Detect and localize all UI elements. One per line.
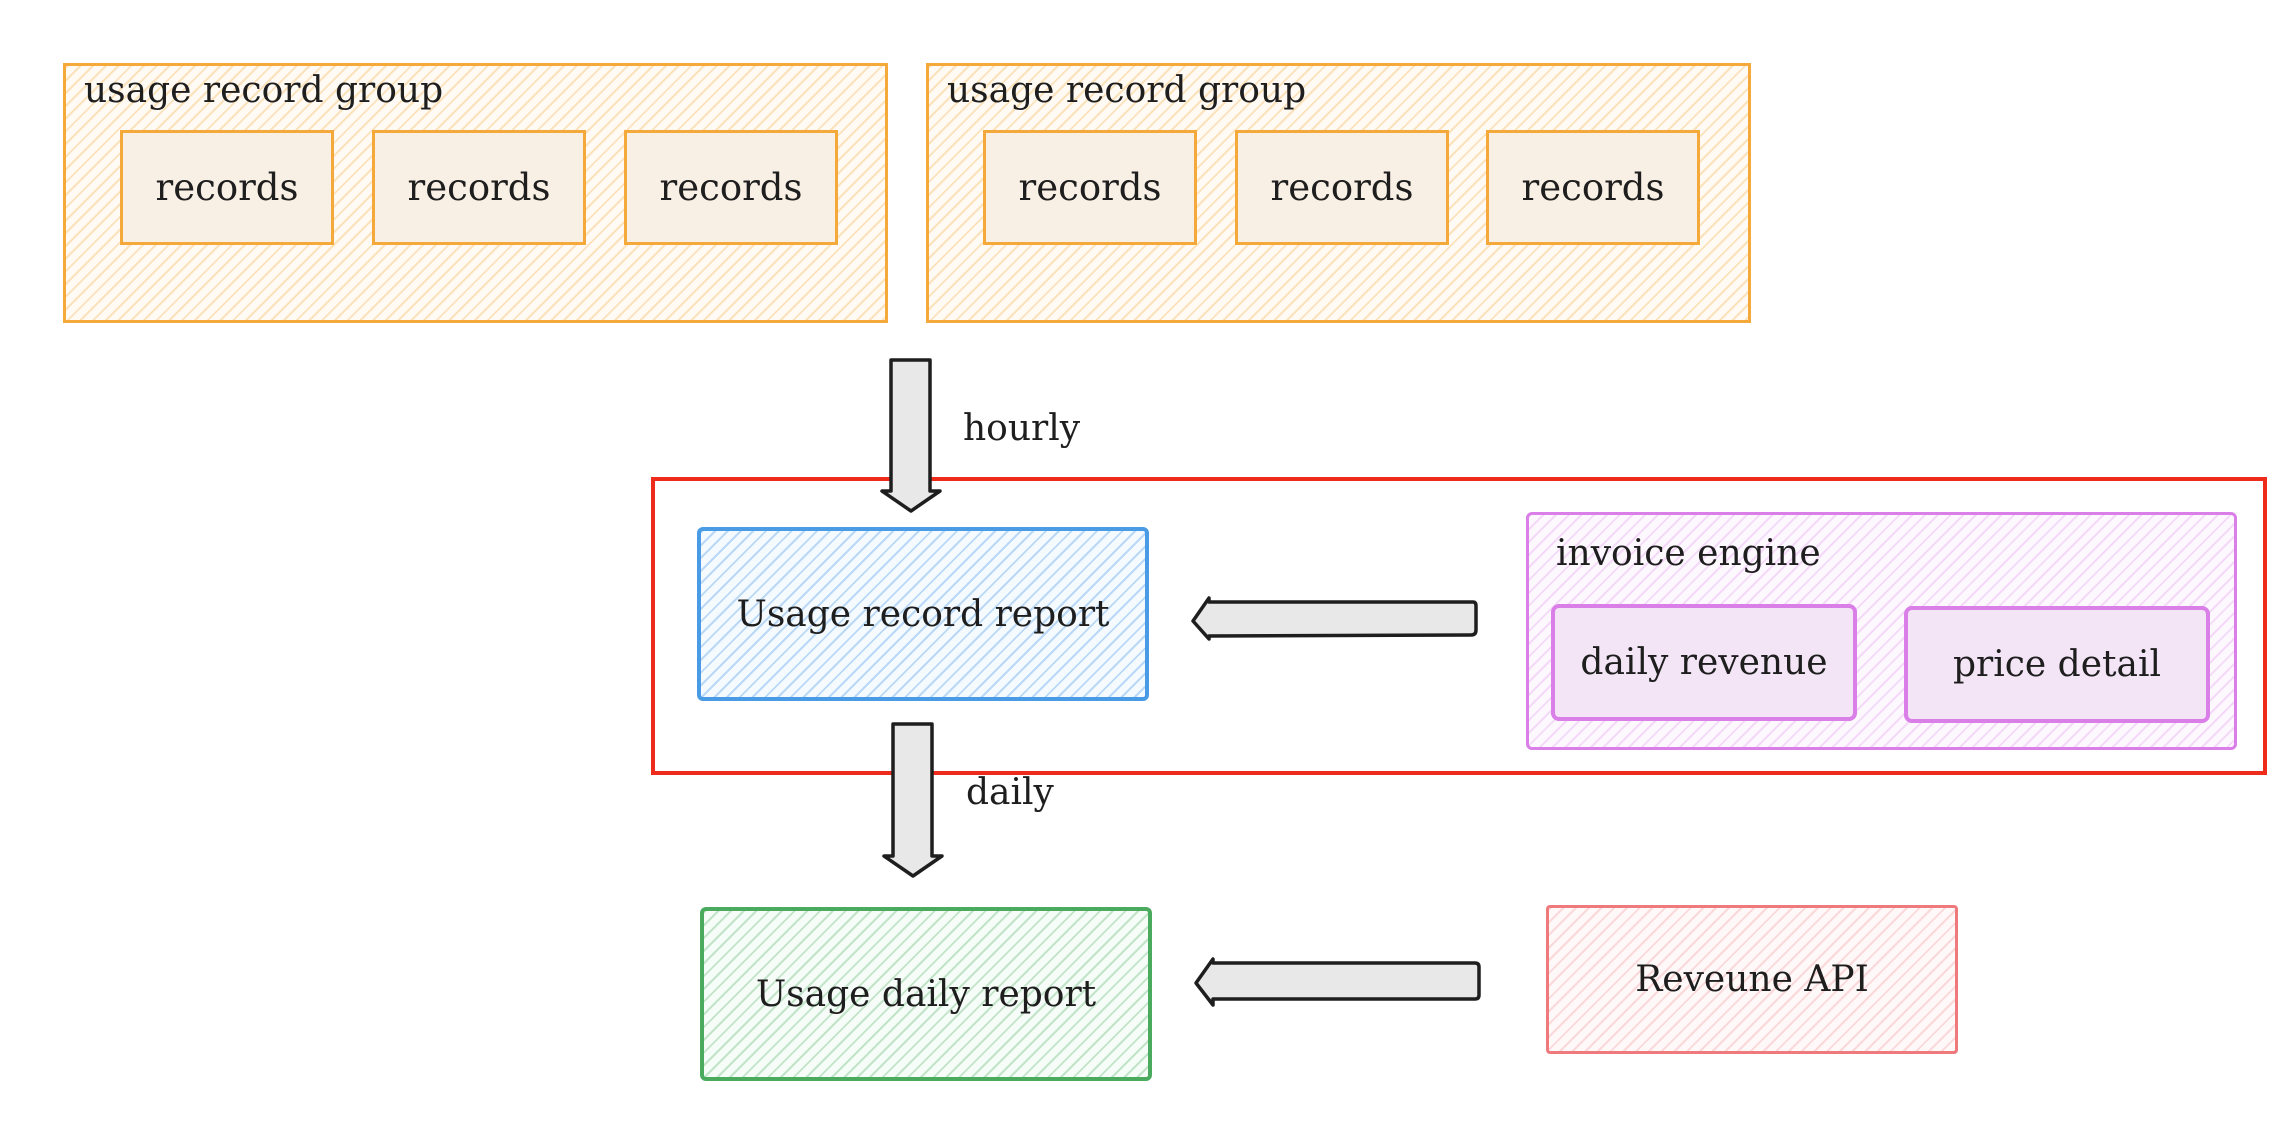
records-box-2: records	[372, 130, 586, 245]
usage-record-group-1-title: usage record group	[84, 70, 444, 111]
invoice-engine-title: invoice engine	[1556, 533, 1821, 574]
revenue-api-box: Reveune API	[1546, 905, 1958, 1054]
records-box-3: records	[624, 130, 838, 245]
records-box-6: records	[1486, 130, 1700, 245]
records-box-4: records	[983, 130, 1197, 245]
edge-label-daily: daily	[966, 772, 1054, 813]
edge-label-hourly: hourly	[963, 408, 1081, 449]
usage-daily-report-box: Usage daily report	[700, 907, 1152, 1081]
price-detail-box: price detail	[1904, 606, 2210, 723]
daily-revenue-box: daily revenue	[1551, 604, 1857, 721]
usage-record-group-2-title: usage record group	[947, 70, 1307, 111]
records-box-5: records	[1235, 130, 1449, 245]
usage-record-report-box: Usage record report	[697, 527, 1149, 701]
arrow-api-to-daily-report	[1194, 957, 1481, 1007]
records-box-1: records	[120, 130, 334, 245]
highlight-frame	[651, 477, 2267, 775]
